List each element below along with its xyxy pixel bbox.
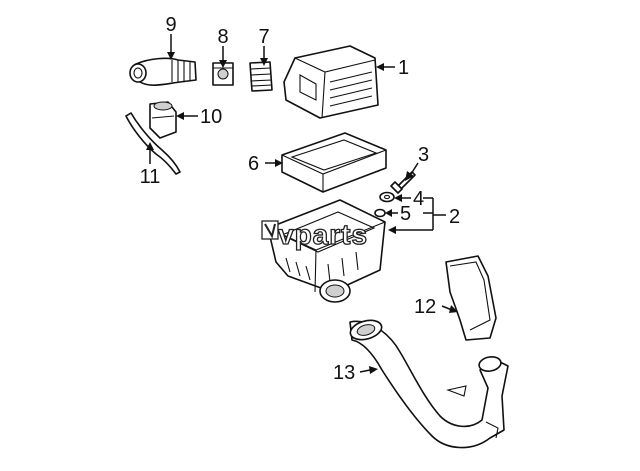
- callout-12: 12: [414, 296, 436, 318]
- callout-9: 9: [165, 14, 176, 36]
- callout-3: 3: [418, 144, 429, 166]
- callout-13: 13: [333, 362, 355, 384]
- part-8-clip: [212, 62, 234, 86]
- callout-6: 6: [248, 153, 259, 175]
- part-12-duct: [445, 255, 497, 341]
- part-9-intake-hose: [129, 57, 197, 86]
- callout-7: 7: [258, 26, 269, 48]
- part-5-grommet: [374, 208, 386, 218]
- callout-5: 5: [400, 203, 411, 225]
- callout-4: 4: [413, 188, 424, 210]
- callout-labels: 9 8 7 1 10 11 6 3 4 5 2 12 13: [140, 14, 461, 384]
- part-13-intake-tube: [349, 319, 509, 449]
- part-7-boot: [249, 61, 273, 92]
- part-10-resonator: [149, 101, 177, 139]
- part-1-air-cleaner-cover: [283, 45, 379, 119]
- part-4-washer: [379, 191, 395, 203]
- callout-2: 2: [449, 206, 460, 228]
- part-2-air-cleaner-housing: [267, 199, 386, 303]
- callout-1: 1: [398, 57, 409, 79]
- callout-8: 8: [217, 26, 228, 48]
- callout-11: 11: [140, 166, 161, 188]
- leader-lines: [146, 34, 458, 374]
- part-6-air-filter: [281, 132, 387, 193]
- watermark-text: vparts: [278, 219, 368, 250]
- callout-10: 10: [200, 106, 222, 128]
- watermark-logo: vparts: [261, 218, 368, 251]
- part-11-tube: [125, 112, 181, 175]
